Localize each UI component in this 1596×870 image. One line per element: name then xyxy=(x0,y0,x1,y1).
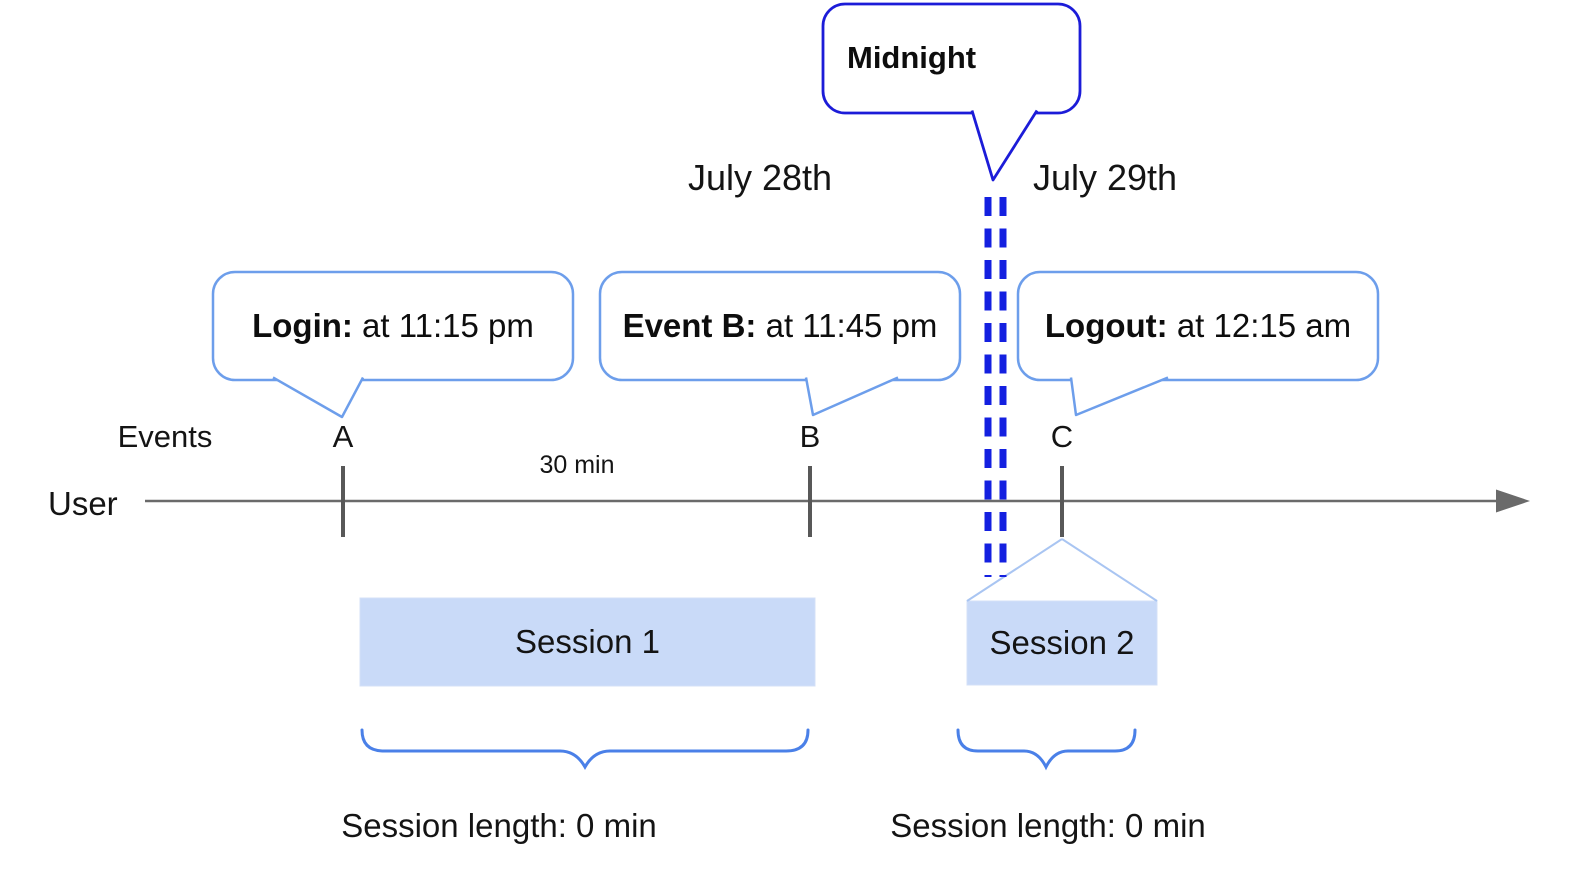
login-callout-tail xyxy=(272,376,365,419)
event-b-callout-tail xyxy=(804,376,899,417)
login-callout-text: Login: at 11:15 pm xyxy=(213,305,573,347)
session-1-bar xyxy=(359,597,816,687)
session-2-length-label: Session length: 0 min xyxy=(890,807,1206,844)
logout-callout-text-bold: Logout: xyxy=(1044,307,1168,344)
event-b-callout-text-bold: Event B: xyxy=(622,307,757,344)
date-label-july-28: July 28th xyxy=(687,157,833,198)
login-callout-text-bold: Login: xyxy=(252,307,353,344)
midnight-label: Midnight xyxy=(847,40,977,75)
events-axis-label: Events xyxy=(117,419,213,454)
interval-30min-label: 30 min xyxy=(539,451,615,479)
logout-callout-bubble xyxy=(1016,270,1380,417)
event-b-callout-text: Event B: at 11:45 pm xyxy=(600,305,960,347)
session-2-label: Session 2 xyxy=(989,624,1135,661)
midnight-divider-dashed-lines xyxy=(984,197,1007,577)
logout-callout-text-rest: at 12:15 am xyxy=(1167,307,1352,344)
event-b-callout-text-rest: at 11:45 pm xyxy=(756,307,938,344)
date-label-july-29: July 29th xyxy=(1032,157,1178,198)
login-callout-text-rest: at 11:15 pm xyxy=(352,307,534,344)
event-mark-b: B xyxy=(799,419,821,454)
event-mark-c: C xyxy=(1050,419,1074,454)
midnight-callout-bubble xyxy=(821,2,1082,182)
session-2-funnel-lines xyxy=(966,538,1158,602)
session-2-bar xyxy=(966,600,1158,686)
logout-callout-text: Logout: at 12:15 am xyxy=(1018,305,1378,347)
midnight-callout-tail xyxy=(970,109,1039,182)
session-2-length-brace xyxy=(956,728,1137,771)
session-1-length-label: Session length: 0 min xyxy=(341,807,657,844)
session-1-length-brace xyxy=(360,728,810,771)
event-b-callout-bubble xyxy=(598,270,962,417)
login-callout-bubble xyxy=(211,270,575,419)
session-1-label: Session 1 xyxy=(515,623,660,660)
timeline-axis xyxy=(145,489,1530,513)
timeline-arrowhead xyxy=(1496,489,1530,513)
event-mark-a: A xyxy=(332,419,354,454)
logout-callout-tail xyxy=(1069,376,1169,417)
user-axis-label: User xyxy=(48,485,118,522)
